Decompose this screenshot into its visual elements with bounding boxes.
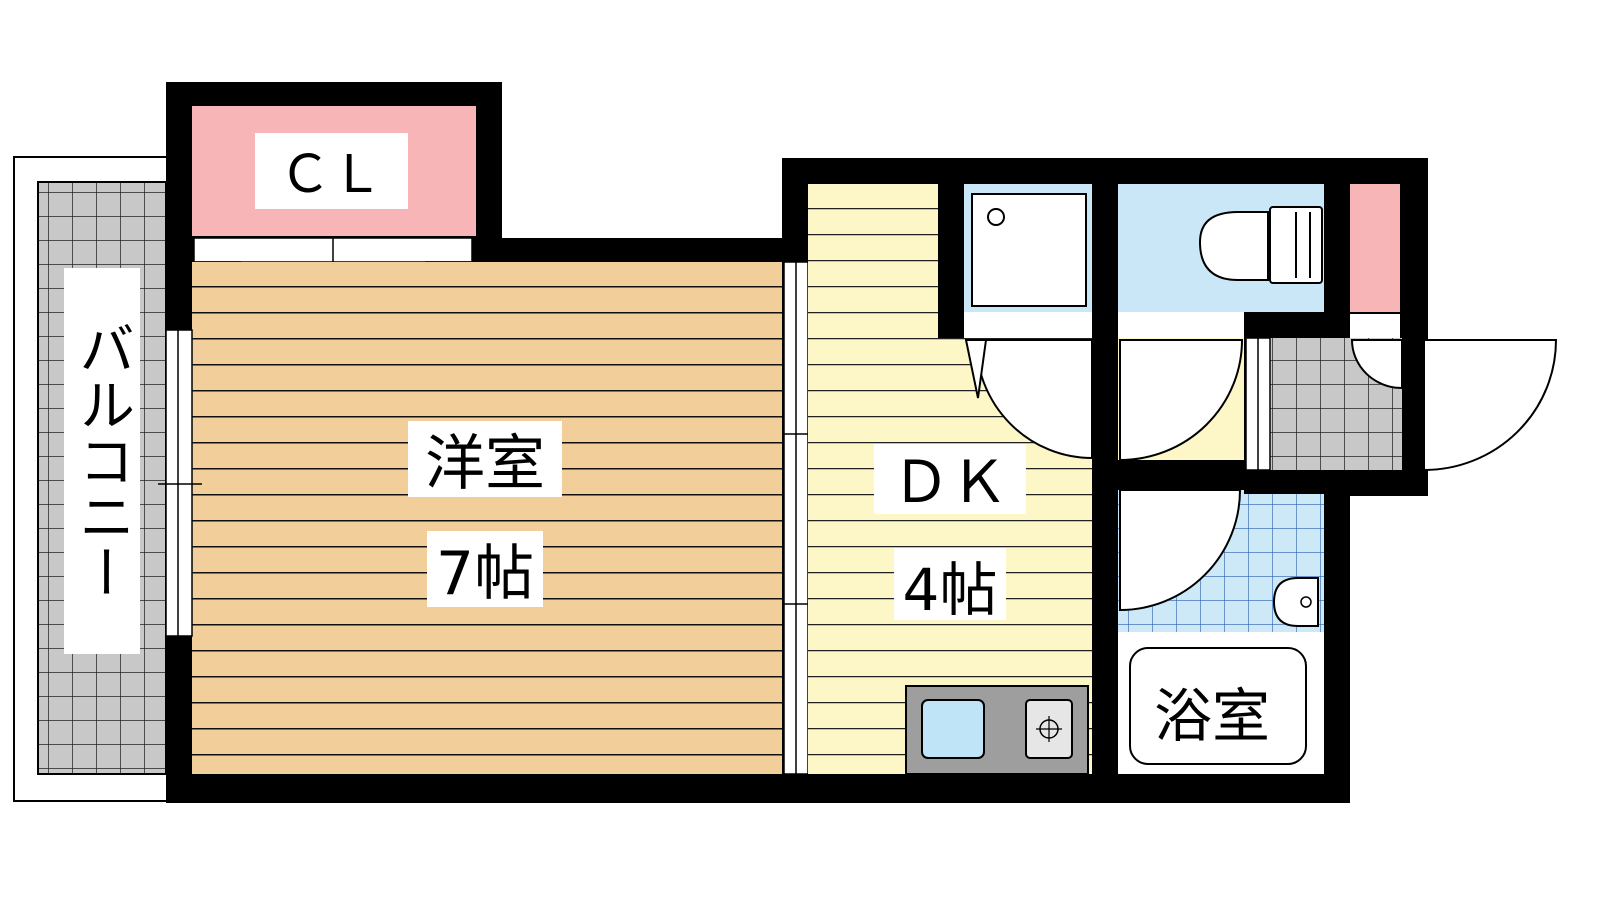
washing-machine-pan-icon	[971, 193, 1087, 307]
kitchen-counter	[905, 685, 1089, 775]
doors	[964, 339, 1558, 612]
gas-stove-icon	[1036, 716, 1062, 742]
dk-size: 4帖	[903, 556, 998, 624]
sink-icon	[921, 699, 985, 759]
western-room: 洋室 7帖	[192, 262, 782, 774]
storage	[1350, 184, 1400, 338]
toilet-room	[1118, 184, 1324, 338]
wash-basin-icon	[1272, 577, 1319, 627]
balcony-window	[158, 329, 202, 637]
dk-name: ＤＫ	[892, 448, 1008, 516]
western-room-name: 洋室	[425, 429, 545, 499]
closet-label: ＣＬ	[279, 145, 383, 205]
toilet-icon	[1198, 206, 1323, 284]
laundry-area	[962, 184, 1092, 338]
bathroom-name: 浴室	[1154, 682, 1270, 750]
balcony-label: バルコニー	[70, 320, 135, 600]
interior-walls	[938, 158, 1428, 803]
balcony: バルコニー	[13, 156, 171, 802]
bathtub-icon	[1129, 647, 1307, 765]
western-room-size: 7帖	[436, 539, 534, 609]
partition-sliding-door	[783, 261, 809, 775]
